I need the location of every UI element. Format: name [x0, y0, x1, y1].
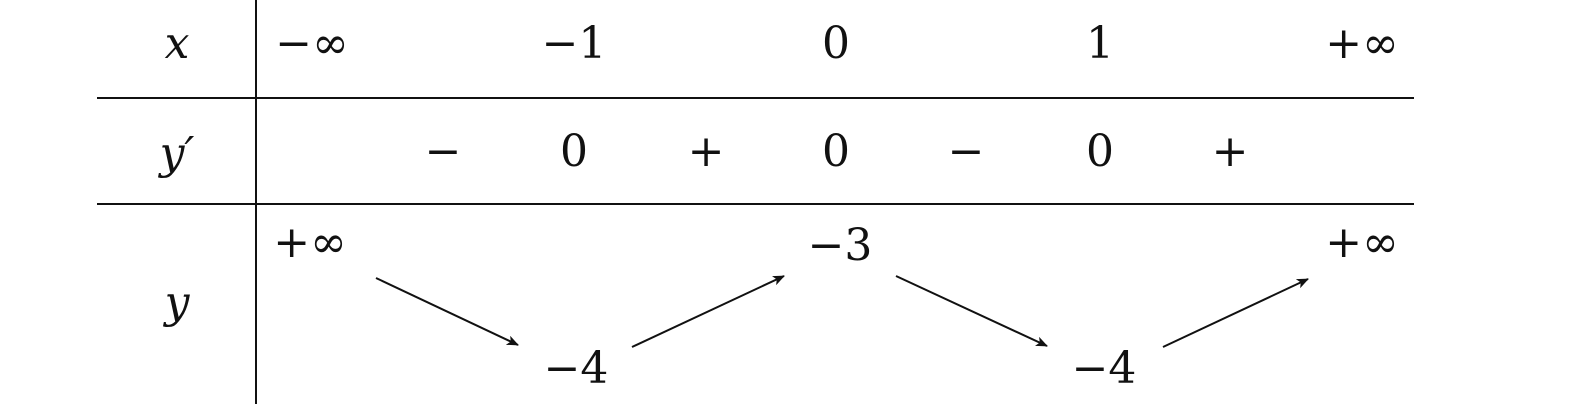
x-value: 0	[822, 18, 850, 69]
sign-cell: −	[424, 126, 462, 177]
x-value: −∞	[275, 18, 349, 69]
x-value: −1	[541, 18, 607, 69]
y-min-value: −4	[543, 343, 609, 394]
arrow-increasing-2	[1162, 278, 1309, 348]
sign-cell: −	[947, 126, 985, 177]
label-y-prime: y′	[159, 128, 195, 179]
y-limit-right: +∞	[1325, 217, 1399, 268]
label-x: x	[164, 18, 190, 69]
y-min-value: −4	[1071, 343, 1137, 394]
label-y: y	[164, 277, 190, 328]
y-max-value: −3	[807, 220, 873, 271]
arrow-increasing-1	[631, 275, 785, 348]
sign-cell: +	[687, 126, 725, 177]
x-value: 1	[1086, 18, 1114, 69]
zero-cell: 0	[1086, 126, 1114, 177]
zero-cell: 0	[560, 126, 588, 177]
zero-cell: 0	[822, 126, 850, 177]
x-value: +∞	[1325, 18, 1399, 69]
arrow-decreasing-1	[375, 277, 519, 346]
sign-cell: +	[1211, 126, 1249, 177]
y-limit-left: +∞	[273, 217, 347, 268]
arrow-decreasing-2	[895, 275, 1048, 347]
